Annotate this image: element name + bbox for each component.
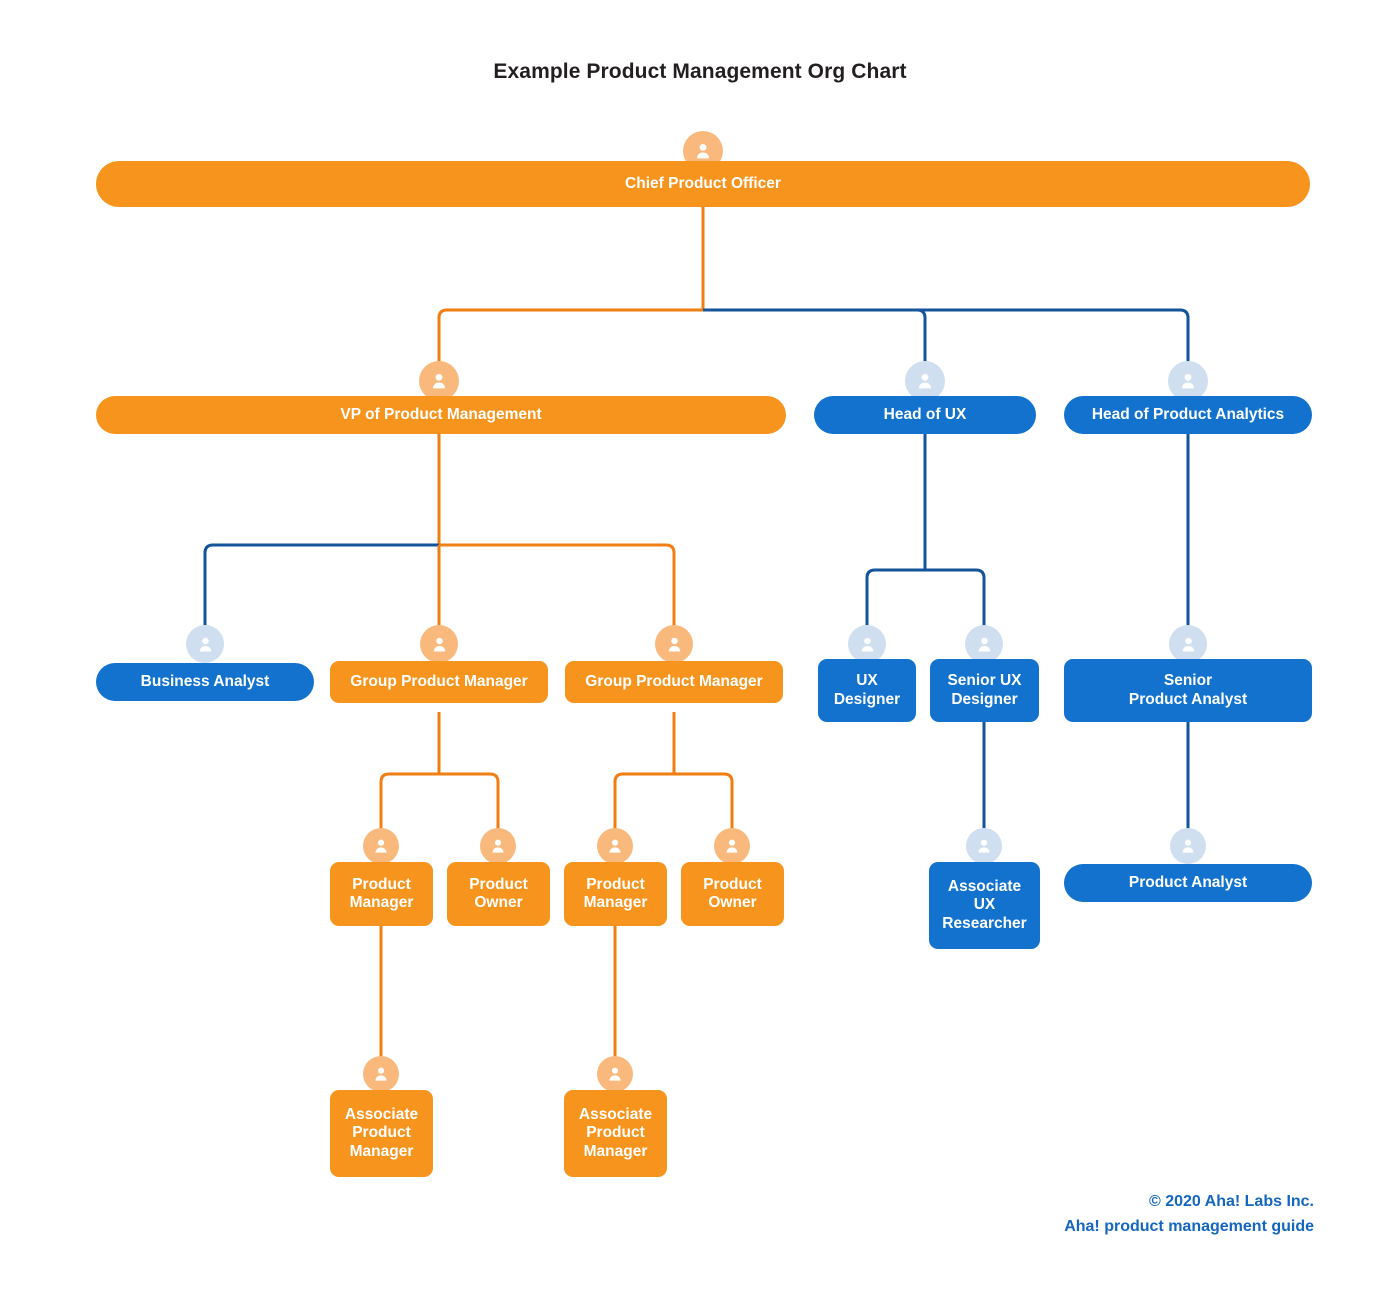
node-label: Head of Product Analytics [1091,405,1285,423]
avatar-icon-senior-product-analyst [1169,625,1207,663]
avatar-icon-senior-ux-designer [965,625,1003,663]
node-senior-ux-designer[interactable]: Senior UX Designer [930,659,1039,722]
avatar-icon-head-of-ux [905,361,945,401]
node-ux-designer[interactable]: UX Designer [818,659,916,722]
node-label: Product Manager [583,875,648,911]
node-label: Associate Product Manager [344,1106,419,1160]
node-label: Product Owner [469,875,528,911]
node-label: Chief Product Officer [625,174,781,192]
node-label: Product Manager [349,875,414,911]
node-label: Group Product Manager [350,672,528,690]
avatar-icon-associate-product-manager-1 [363,1056,399,1092]
edge-hux-suxd [925,568,986,632]
avatar-icon-head-of-product-analytics [1168,361,1208,401]
edge-cpo-hpa [703,308,1190,368]
avatar-icon-vp-of-product-management [419,361,459,401]
avatar-icon-product-manager-2 [597,828,633,864]
node-label: Product Analyst [1128,873,1248,891]
node-vp-of-product-management[interactable]: VP of Product Management [96,396,786,434]
node-product-owner-2[interactable]: Product Owner [681,862,784,926]
node-label: Associate Product Manager [578,1106,653,1160]
avatar-icon-group-product-manager-1 [420,625,458,663]
edge-vppm-ba [203,543,439,632]
node-head-of-ux[interactable]: Head of UX [814,396,1036,434]
avatar-icon-business-analyst [186,625,224,663]
node-product-analyst[interactable]: Product Analyst [1064,864,1312,902]
edge-gpm2-po2 [674,772,734,835]
avatar-icon-group-product-manager-2 [655,625,693,663]
node-label: VP of Product Management [340,405,542,423]
node-label: Product Owner [703,875,762,911]
node-product-owner-1[interactable]: Product Owner [447,862,550,926]
avatar-icon-associate-product-manager-2 [597,1056,633,1092]
footer: © 2020 Aha! Labs Inc. Aha! product manag… [1064,1190,1314,1240]
edge-vppm-gpm2 [439,543,676,632]
edge-gpm1-po1 [439,772,500,835]
node-label: Business Analyst [140,672,270,690]
avatar-icon-associate-ux-researcher [966,828,1002,864]
page-title: Example Product Management Org Chart [493,60,907,83]
node-label: Senior Product Analyst [1128,672,1248,708]
node-label: UX Designer [833,672,901,708]
node-business-analyst[interactable]: Business Analyst [96,663,314,701]
edge-cpo-hux [703,308,927,368]
avatar-icon-ux-designer [848,625,886,663]
node-label: Head of UX [883,405,967,423]
edge-hux-uxd [865,568,925,632]
avatar-icon-product-analyst [1170,828,1206,864]
node-associate-product-manager-2[interactable]: Associate Product Manager [564,1090,667,1177]
node-chief-product-officer[interactable]: Chief Product Officer [96,161,1310,207]
node-group-product-manager-2[interactable]: Group Product Manager [565,661,783,703]
avatar-icon-product-owner-1 [480,828,516,864]
node-associate-product-manager-1[interactable]: Associate Product Manager [330,1090,433,1177]
node-group-product-manager-1[interactable]: Group Product Manager [330,661,548,703]
avatar-icon-product-manager-1 [363,828,399,864]
avatar-icon-product-owner-2 [714,828,750,864]
node-product-manager-1[interactable]: Product Manager [330,862,433,926]
edge-gpm2-pm2 [613,772,674,835]
footer-guide-link[interactable]: Aha! product management guide [1064,1217,1314,1235]
node-label: Group Product Manager [585,672,763,690]
node-product-manager-2[interactable]: Product Manager [564,862,667,926]
node-head-of-product-analytics[interactable]: Head of Product Analytics [1064,396,1312,434]
edge-cpo-vppm [437,308,703,368]
node-senior-product-analyst[interactable]: Senior Product Analyst [1064,659,1312,722]
node-label: Senior UX Designer [947,672,1022,708]
node-associate-ux-researcher[interactable]: Associate UX Researcher [929,862,1040,949]
footer-copyright: © 2020 Aha! Labs Inc. [1148,1193,1314,1210]
node-label: Associate UX Researcher [942,878,1027,932]
edge-gpm1-pm1 [379,772,439,835]
